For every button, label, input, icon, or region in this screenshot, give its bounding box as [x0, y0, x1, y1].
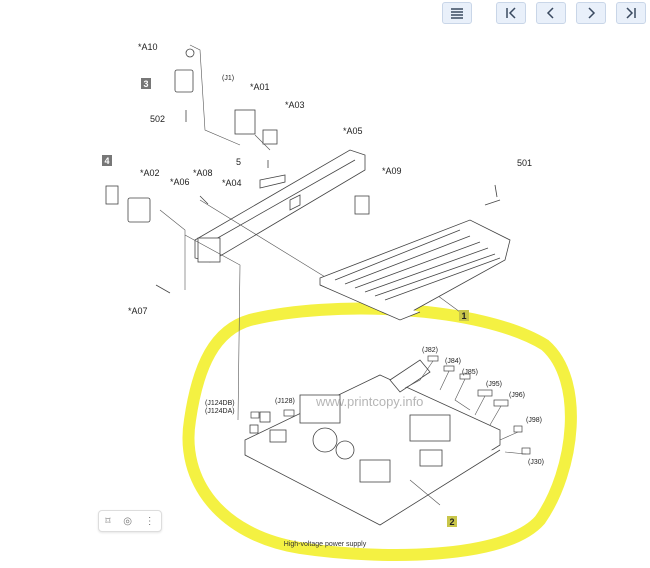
- highlight-circle: [182, 302, 577, 561]
- label-a07: *A07: [128, 306, 148, 316]
- label-501: 501: [517, 158, 532, 168]
- bracket-assembly: [194, 149, 366, 263]
- label-j124db: (J124DB): [205, 400, 235, 407]
- callout-4: 4: [102, 155, 112, 166]
- label-a04: *A04: [222, 178, 242, 188]
- paper-guide-assembly: [319, 219, 511, 321]
- list-icon: [451, 8, 463, 19]
- last-page-icon: [626, 7, 636, 19]
- callout-2: 2: [447, 516, 457, 527]
- label-a09: *A09: [382, 166, 402, 176]
- bookmark-icon[interactable]: ⌑: [105, 515, 111, 527]
- label-a10: *A10: [138, 42, 158, 52]
- page-nav-toolbar: [442, 2, 646, 24]
- label-j84: (J84): [445, 358, 461, 365]
- watermark: www.printcopy.info: [316, 394, 424, 409]
- next-page-icon: [588, 7, 596, 19]
- label-j85: (J85): [462, 369, 478, 376]
- label-a01: *A01: [250, 82, 270, 92]
- label-a06: *A06: [170, 177, 190, 187]
- first-page-icon: [506, 7, 516, 19]
- label-j98: (J98): [526, 417, 542, 424]
- label-a03: *A03: [285, 100, 305, 110]
- label-j95: (J95): [486, 381, 502, 388]
- camera-icon[interactable]: ◎: [123, 515, 132, 527]
- label-j124da: (J124DA): [205, 408, 235, 415]
- image-mini-toolbar: ⌑ ◎ ⋮: [98, 510, 162, 532]
- next-page-button[interactable]: [576, 2, 606, 24]
- label-j1: (J1): [222, 75, 234, 82]
- list-view-button[interactable]: [442, 2, 472, 24]
- prev-page-button[interactable]: [536, 2, 566, 24]
- callout-1: 1: [459, 310, 469, 321]
- label-j128: (J128): [275, 398, 295, 405]
- label-502: 502: [150, 114, 165, 124]
- label-j30: (J30): [528, 459, 544, 466]
- label-a02: *A02: [140, 168, 160, 178]
- callout-3: 3: [141, 78, 151, 89]
- more-icon[interactable]: ⋮: [144, 515, 155, 527]
- power-supply-board: [244, 359, 501, 526]
- label-5: 5: [236, 157, 241, 167]
- last-page-button[interactable]: [616, 2, 646, 24]
- label-a08: *A08: [193, 168, 213, 178]
- image-caption: High-voltage power supply: [283, 541, 367, 548]
- prev-page-icon: [546, 7, 554, 19]
- label-j96: (J96): [509, 392, 525, 399]
- first-page-button[interactable]: [496, 2, 526, 24]
- label-a05: *A05: [343, 126, 363, 136]
- label-j82: (J82): [422, 347, 438, 354]
